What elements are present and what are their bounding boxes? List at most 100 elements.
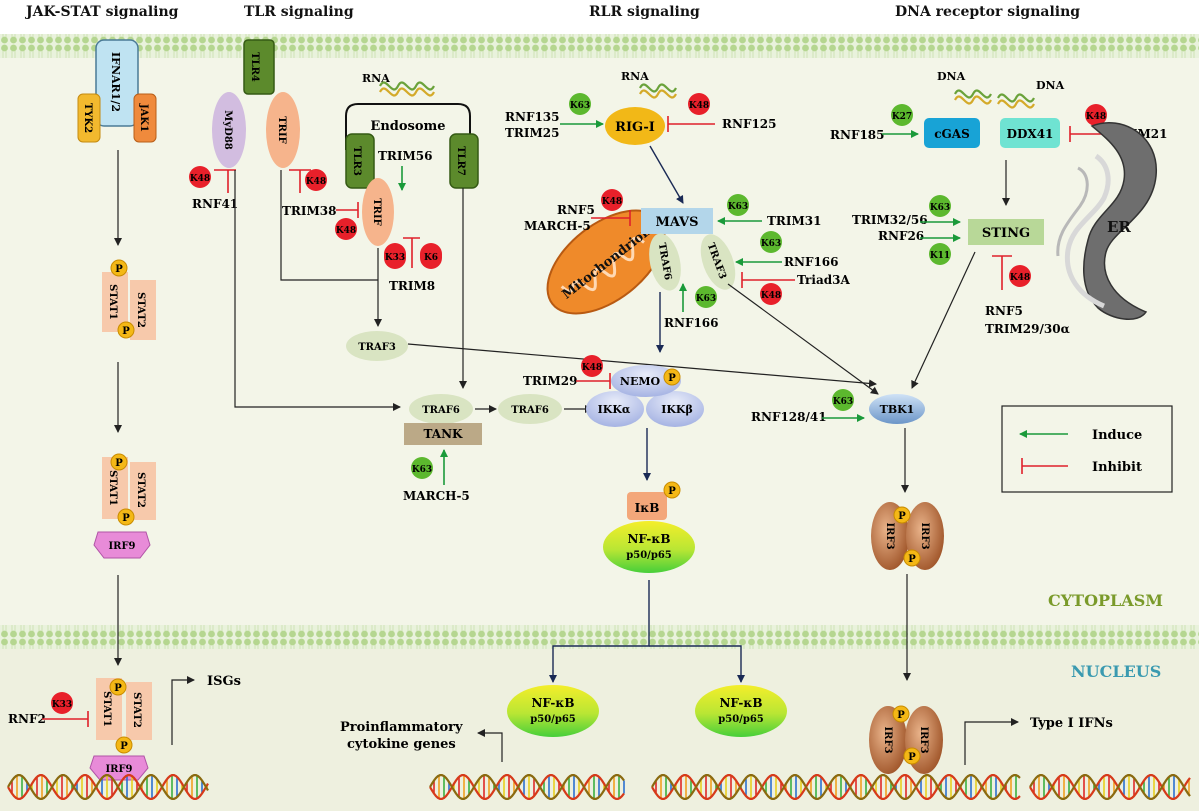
- dna-strand: [1029, 774, 1191, 800]
- svg-text:NF-κB: NF-κB: [531, 696, 574, 710]
- svg-text:RNA: RNA: [621, 70, 649, 83]
- rnf2-label: RNF2: [8, 712, 46, 726]
- er-label: ER: [1107, 218, 1131, 236]
- svg-text:K48: K48: [306, 177, 326, 187]
- dna-strand: [7, 774, 209, 800]
- legend-induce: Induce: [1092, 428, 1142, 443]
- phospho-icon: [115, 736, 133, 754]
- header-dna-receptor: DNA receptor signaling: [895, 4, 1080, 20]
- svg-text:P: P: [668, 486, 676, 497]
- rnf125-label: RNF125: [722, 117, 777, 131]
- svg-text:K63: K63: [930, 203, 950, 213]
- endosome-membrane: [345, 103, 471, 150]
- stat2-box: [130, 462, 156, 520]
- svg-text:TRIF: TRIF: [371, 198, 382, 226]
- svg-text:K63: K63: [728, 202, 748, 212]
- plasma-membrane: [0, 34, 1199, 58]
- svg-text:STAT2: STAT2: [135, 472, 146, 508]
- k63-ubiquitin-badge: [569, 93, 591, 115]
- phospho-icon: [663, 368, 681, 386]
- ikka-label: IKKα: [598, 403, 631, 416]
- k27-ubiquitin-badge: [891, 104, 913, 126]
- ddx41-label: DDX41: [1007, 127, 1054, 141]
- dna-strand: [651, 774, 1021, 800]
- phospho-icon: [663, 481, 681, 499]
- tank-label: TANK: [424, 427, 464, 441]
- svg-text:STAT1: STAT1: [101, 691, 112, 727]
- irf9-box: [93, 531, 151, 559]
- dna-strand-icon: [997, 93, 1035, 103]
- phospho-icon: [893, 506, 911, 524]
- ifnar-label: IFNAR1/2: [109, 52, 122, 112]
- legend-inhibit: Inhibit: [1092, 460, 1142, 475]
- k6-ubiquitin-badge: [420, 243, 442, 269]
- dna-receptor-pathway: DNA DNA cGAS DDX41 K27 RNF185 K48 TRIM21…: [751, 70, 1168, 774]
- legend: Induce Inhibit: [1001, 405, 1173, 493]
- mavs-box: [641, 208, 713, 234]
- stat2-box: [126, 682, 152, 740]
- legend-box: [1001, 405, 1173, 493]
- rnf12841-label: RNF128/41: [751, 410, 827, 424]
- nuclear-membrane: [0, 625, 1199, 649]
- k63-ubiquitin-badge: [760, 231, 782, 253]
- jak1-box: [133, 93, 157, 143]
- rna-strand-icon: [379, 81, 435, 91]
- sting-box: [968, 219, 1044, 245]
- rnf135-label: RNF135: [505, 110, 560, 124]
- irf9-box: [89, 755, 149, 781]
- irf3-node: [869, 706, 907, 774]
- trim3256-label: TRIM32/56: [852, 213, 928, 227]
- dna-strand: [429, 774, 625, 800]
- dna-strand-icon: [997, 99, 1035, 109]
- march5-label: MARCH-5: [403, 489, 470, 503]
- tbk1-label: TBK1: [880, 403, 915, 416]
- svg-text:K11: K11: [930, 251, 950, 261]
- svg-text:TRAF6: TRAF6: [511, 405, 549, 416]
- stat2-label: STAT2: [135, 292, 146, 328]
- nfkb-node: [695, 685, 787, 737]
- svg-text:K63: K63: [761, 239, 781, 249]
- svg-text:K33: K33: [52, 700, 72, 710]
- k63-ubiquitin-badge: [832, 389, 854, 411]
- ikkb-label: IKKβ: [661, 403, 693, 416]
- sting-label: STING: [982, 226, 1030, 241]
- tlr-pathway: TLR4 MyD88 TRIF K48 RNF41 K48 TRIM38 End…: [189, 39, 877, 503]
- rnf166-label: RNF166: [784, 255, 839, 269]
- k63-ubiquitin-badge: [929, 195, 951, 217]
- traf6-node: [409, 394, 473, 424]
- svg-text:P: P: [114, 683, 122, 694]
- triad3a-label: Triad3A: [797, 273, 850, 287]
- phospho-icon: [903, 549, 921, 567]
- svg-text:p50/p65: p50/p65: [530, 714, 576, 725]
- dna-strand: [429, 774, 625, 800]
- myd88-label: MyD88: [222, 110, 233, 150]
- svg-text:P: P: [122, 513, 130, 524]
- cytoplasm-area: [0, 58, 1199, 626]
- rnf5-label: RNF5: [557, 203, 595, 217]
- k48-ubiquitin-badge: [189, 166, 211, 188]
- phospho-icon: [117, 321, 135, 339]
- trim29-label: TRIM29: [523, 374, 578, 388]
- svg-text:K63: K63: [696, 294, 716, 304]
- tyk2-box: [77, 93, 101, 143]
- nfkb-node: [603, 521, 695, 573]
- dna-strand: [7, 774, 209, 800]
- tlr7-label: TLR7: [455, 146, 466, 176]
- svg-text:IRF3: IRF3: [919, 522, 930, 549]
- dna-strand-icon: [954, 89, 992, 99]
- cytokine-genes-label: cytokine genes: [347, 737, 456, 752]
- k33-ubiquitin-badge: [384, 243, 406, 269]
- tank-box: [404, 423, 482, 445]
- svg-text:P: P: [898, 511, 906, 522]
- mavs-label: MAVS: [655, 215, 698, 230]
- dna-helices: [7, 774, 1191, 800]
- stat1-label: STAT1: [107, 284, 118, 320]
- svg-text:STAT1: STAT1: [107, 470, 118, 506]
- tyk2-label: TYK2: [82, 103, 93, 133]
- k33-ubiquitin-badge: [51, 692, 73, 714]
- jak-stat-pathway: IFNAR1/2 TYK2 JAK1 STAT1 STAT2 P P STAT1…: [8, 39, 241, 781]
- trif-node: [266, 92, 300, 168]
- svg-text:K48: K48: [602, 197, 622, 207]
- ikka-node: [586, 391, 644, 427]
